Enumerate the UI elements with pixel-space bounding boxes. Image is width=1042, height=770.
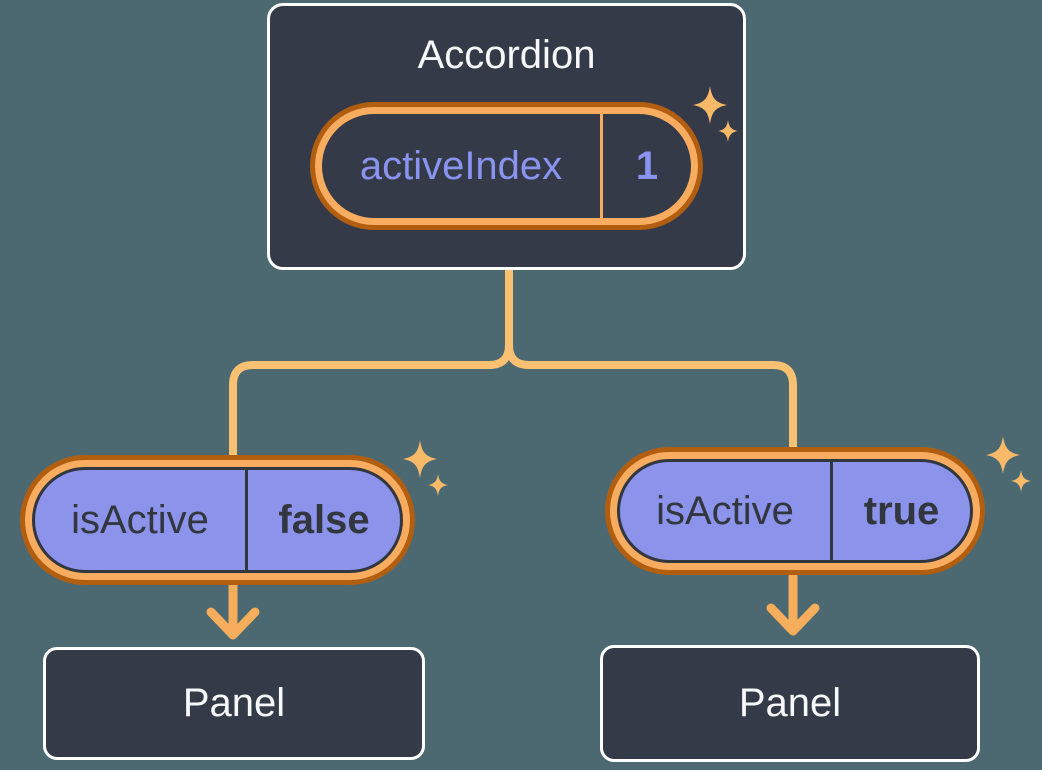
sparkles-icon bbox=[403, 440, 448, 496]
connector-right-branch bbox=[505, 264, 797, 494]
prop-value: false bbox=[278, 497, 370, 542]
prop-pill-ring: isActive false bbox=[25, 460, 410, 580]
pill-divider bbox=[830, 462, 833, 560]
state-pill-body: activeIndex 1 bbox=[322, 114, 691, 218]
prop-name: activeIndex bbox=[359, 143, 563, 188]
sparkles-icon bbox=[986, 436, 1031, 492]
prop-pill-isactive-false: isActive false bbox=[20, 455, 415, 585]
pill-divider bbox=[245, 470, 248, 570]
sparkles-icon bbox=[693, 86, 738, 142]
panel-box: Panel bbox=[43, 647, 425, 760]
prop-value: 1 bbox=[635, 143, 659, 188]
pill-divider bbox=[600, 114, 603, 218]
state-pill-activeindex: activeIndex 1 bbox=[310, 102, 703, 230]
panel-title: Panel bbox=[182, 681, 286, 725]
panel-box: Panel bbox=[600, 645, 980, 762]
arrow-down-icon bbox=[766, 561, 820, 636]
prop-pill-ring: isActive true bbox=[610, 452, 980, 570]
prop-pill-body: isActive true bbox=[617, 459, 973, 563]
panel-title: Panel bbox=[738, 681, 842, 725]
prop-name: isActive bbox=[656, 488, 794, 533]
prop-pill-isactive-true: isActive true bbox=[605, 447, 985, 575]
prop-name: isActive bbox=[71, 497, 209, 542]
state-pill-ring: activeIndex 1 bbox=[315, 107, 698, 225]
component-title: Accordion bbox=[417, 33, 596, 77]
prop-pill-body: isActive false bbox=[32, 467, 403, 573]
prop-value: true bbox=[863, 488, 940, 533]
